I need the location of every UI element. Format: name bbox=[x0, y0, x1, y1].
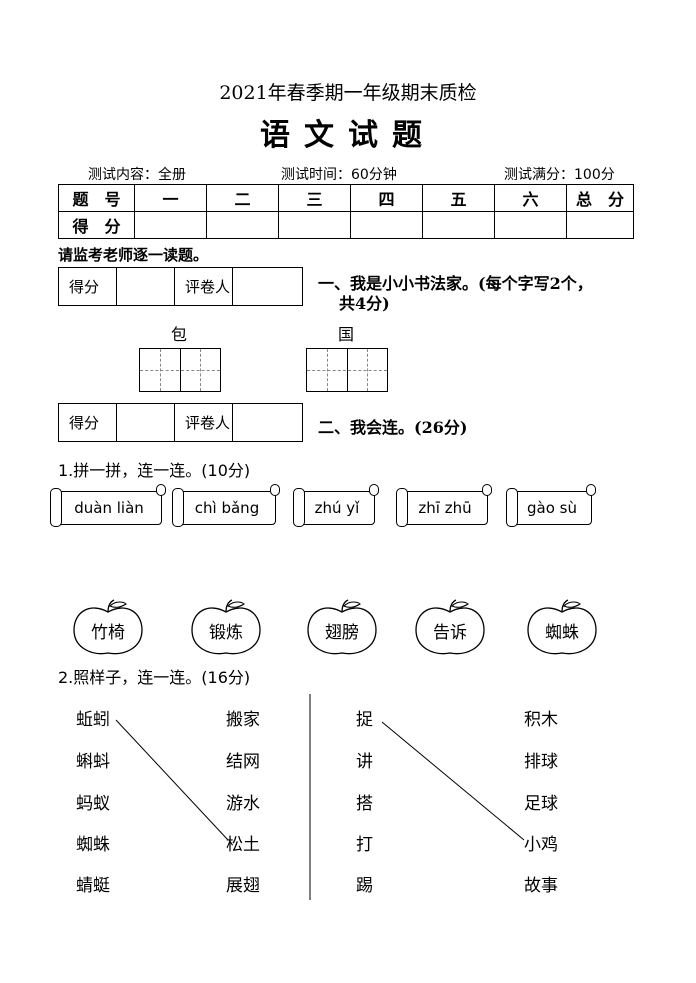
match-right-b[interactable]: 积木 bbox=[524, 710, 558, 730]
match-right-b[interactable]: 小鸡 bbox=[524, 835, 558, 855]
match-left-b[interactable]: 展翅 bbox=[226, 876, 260, 896]
score-header-cell: 四 bbox=[350, 184, 423, 212]
word-apple[interactable]: 锻炼 bbox=[188, 598, 264, 658]
word-apple[interactable]: 蜘蛛 bbox=[524, 598, 600, 658]
grader-reviewer-cell[interactable] bbox=[232, 403, 303, 442]
instruction: 请监考老师逐一读题。 bbox=[58, 246, 209, 264]
score-row-label: 得 分 bbox=[58, 211, 135, 239]
pinyin-card[interactable]: chì bǎng bbox=[172, 484, 280, 527]
match-left-b[interactable]: 松土 bbox=[226, 835, 260, 855]
apple-icon bbox=[415, 599, 485, 655]
section1-title: 一、我是小小书法家。(每个字写2个， bbox=[318, 274, 593, 293]
exam-title: 2021年春季期一年级期末质检 bbox=[219, 82, 477, 104]
grader-reviewer-cell[interactable] bbox=[232, 267, 303, 306]
subject-title: 语文试题 bbox=[260, 118, 436, 153]
test-content: 测试内容：全册 bbox=[88, 167, 186, 183]
match-left-a[interactable]: 蝌蚪 bbox=[76, 752, 110, 772]
section2-title: 二、我会连。(26分) bbox=[318, 418, 468, 437]
test-full-score: 测试满分：100分 bbox=[504, 167, 615, 183]
calligraphy-char: 包 bbox=[171, 325, 188, 344]
score-header-cell: 五 bbox=[422, 184, 495, 212]
apple-word: 竹椅 bbox=[91, 623, 125, 643]
grader-score-label: 得分 bbox=[58, 403, 117, 442]
match-left-a[interactable]: 蚯蚓 bbox=[76, 710, 110, 730]
match-left-b[interactable]: 游水 bbox=[226, 794, 260, 814]
score-cell[interactable] bbox=[278, 211, 351, 239]
match-right-b[interactable]: 故事 bbox=[524, 876, 558, 896]
grader-box-2: 得分 评卷人 bbox=[58, 403, 303, 442]
score-cell[interactable] bbox=[566, 211, 634, 239]
score-cell[interactable] bbox=[422, 211, 495, 239]
writing-grid[interactable] bbox=[139, 348, 221, 392]
grader-reviewer-label: 评卷人 bbox=[174, 267, 233, 306]
pinyin-card[interactable]: gào sù bbox=[506, 484, 596, 527]
apple-icon bbox=[191, 599, 261, 655]
example-line-left bbox=[115, 719, 229, 841]
match-left-b[interactable]: 搬家 bbox=[226, 710, 260, 730]
match-right-a[interactable]: 搭 bbox=[356, 794, 373, 814]
apple-word: 告诉 bbox=[433, 623, 467, 643]
match-left-a[interactable]: 蜘蛛 bbox=[76, 835, 110, 855]
word-apple[interactable]: 翅膀 bbox=[304, 598, 380, 658]
score-header-cell: 六 bbox=[494, 184, 567, 212]
calligraphy-char: 国 bbox=[338, 325, 355, 344]
match-right-b[interactable]: 排球 bbox=[524, 752, 558, 772]
match-right-a[interactable]: 捉 bbox=[356, 710, 373, 730]
writing-grid[interactable] bbox=[306, 348, 388, 392]
pinyin-card[interactable]: zhú yǐ bbox=[293, 484, 379, 527]
apple-icon bbox=[527, 599, 597, 655]
score-header-cell: 二 bbox=[206, 184, 279, 212]
score-cell[interactable] bbox=[494, 211, 567, 239]
match-left-a[interactable]: 蜻蜓 bbox=[76, 876, 110, 896]
match-right-a[interactable]: 打 bbox=[356, 835, 373, 855]
score-table: 题 号 一 二 三 四 五 六 总 分 得 分 bbox=[58, 184, 634, 239]
apple-word: 锻炼 bbox=[209, 623, 243, 643]
word-apple[interactable]: 告诉 bbox=[412, 598, 488, 658]
pinyin-card[interactable]: zhī zhū bbox=[396, 484, 492, 527]
match-right-a[interactable]: 踢 bbox=[356, 876, 373, 896]
grader-score-label: 得分 bbox=[58, 267, 117, 306]
test-time: 测试时间：60分钟 bbox=[281, 167, 397, 183]
score-cell[interactable] bbox=[206, 211, 279, 239]
grader-reviewer-label: 评卷人 bbox=[174, 403, 233, 442]
match-right-b[interactable]: 足球 bbox=[524, 794, 558, 814]
question-1: 1.拼一拼，连一连。(10分) bbox=[58, 461, 251, 480]
apple-word: 翅膀 bbox=[325, 623, 359, 643]
score-header-cell: 三 bbox=[278, 184, 351, 212]
score-cell[interactable] bbox=[350, 211, 423, 239]
example-line-right bbox=[381, 721, 525, 841]
apple-icon bbox=[73, 599, 143, 655]
score-header-cell: 总 分 bbox=[566, 184, 634, 212]
apple-icon bbox=[307, 599, 377, 655]
match-left-a[interactable]: 蚂蚁 bbox=[76, 794, 110, 814]
grader-score-cell[interactable] bbox=[116, 267, 175, 306]
match-right-a[interactable]: 讲 bbox=[356, 752, 373, 772]
grader-box-1: 得分 评卷人 bbox=[58, 267, 303, 306]
question-2: 2.照样子，连一连。(16分) bbox=[58, 668, 251, 687]
pinyin-card[interactable]: duàn liàn bbox=[50, 484, 166, 527]
word-apple[interactable]: 竹椅 bbox=[70, 598, 146, 658]
apple-word: 蜘蛛 bbox=[545, 623, 579, 643]
section1-title-cont: 共4分) bbox=[339, 294, 390, 313]
match-left-b[interactable]: 结网 bbox=[226, 752, 260, 772]
